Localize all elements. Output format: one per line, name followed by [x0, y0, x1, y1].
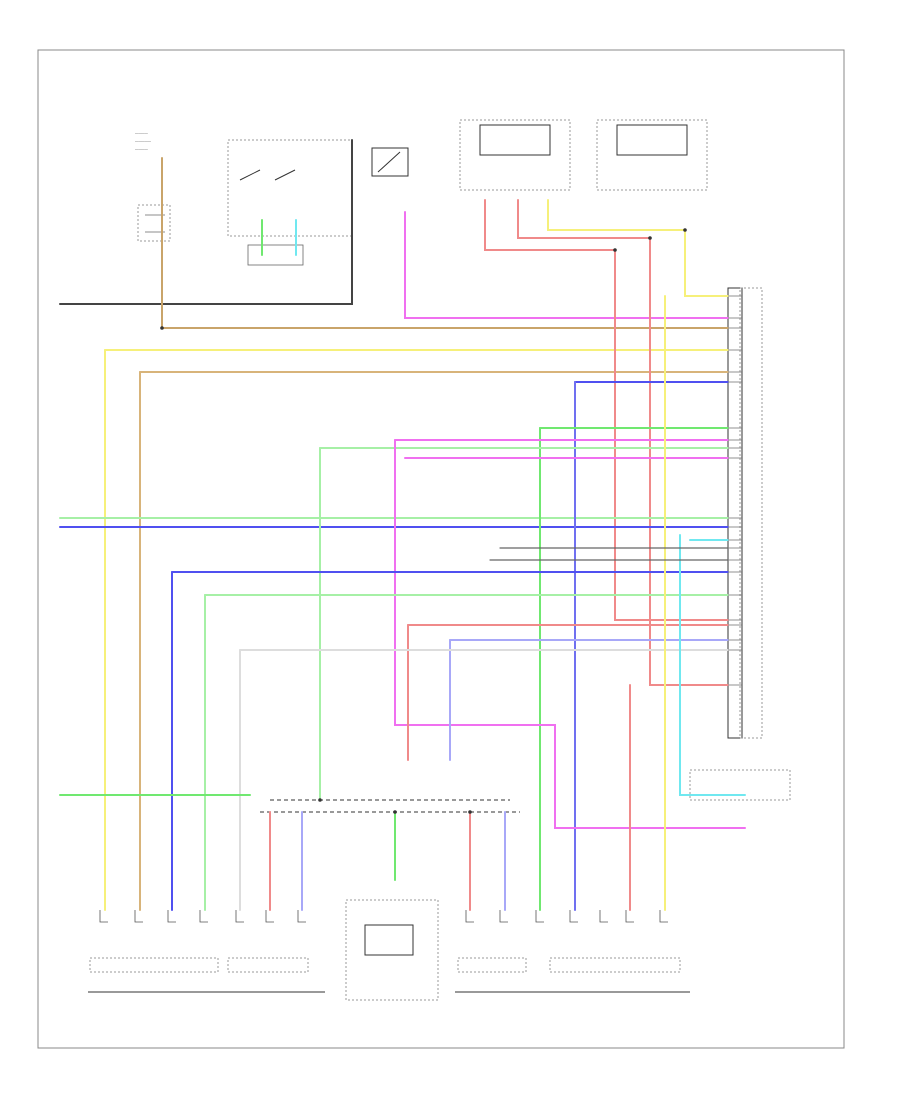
wire-red-1: [484, 199, 729, 621]
wire-yellow-2: [547, 199, 729, 297]
wire-pink-1: [404, 211, 729, 319]
bottom-splice-bar: [260, 799, 520, 813]
control-box-left: [459, 119, 571, 191]
main-connector: [727, 287, 763, 739]
wire-pink-2b: [394, 439, 746, 829]
svg-text:─────: ─────: [134, 139, 152, 144]
bottom-right-module: [455, 957, 690, 993]
sensor-top-middle: [371, 147, 409, 177]
diagram-frame: [37, 49, 845, 1049]
wire-brown-1: [161, 157, 729, 329]
connector-top-left: ──── ───── ────: [134, 131, 171, 242]
control-box-right: [596, 119, 708, 191]
bottom-center-module: [345, 899, 439, 1001]
svg-text:────: ────: [134, 147, 149, 152]
junction-dots: [160, 228, 687, 814]
wire-cyan-1: [679, 534, 746, 796]
wire-layer: [59, 139, 746, 911]
wire-red-2: [517, 199, 729, 686]
switch-module-top: [227, 139, 353, 266]
bottom-left-module: [88, 957, 325, 993]
small-connector-right: [689, 769, 791, 801]
svg-text:────: ────: [134, 131, 149, 136]
bottom-terminals: [99, 910, 668, 923]
wire-black: [59, 139, 353, 305]
main-connector-pins: [728, 295, 742, 686]
